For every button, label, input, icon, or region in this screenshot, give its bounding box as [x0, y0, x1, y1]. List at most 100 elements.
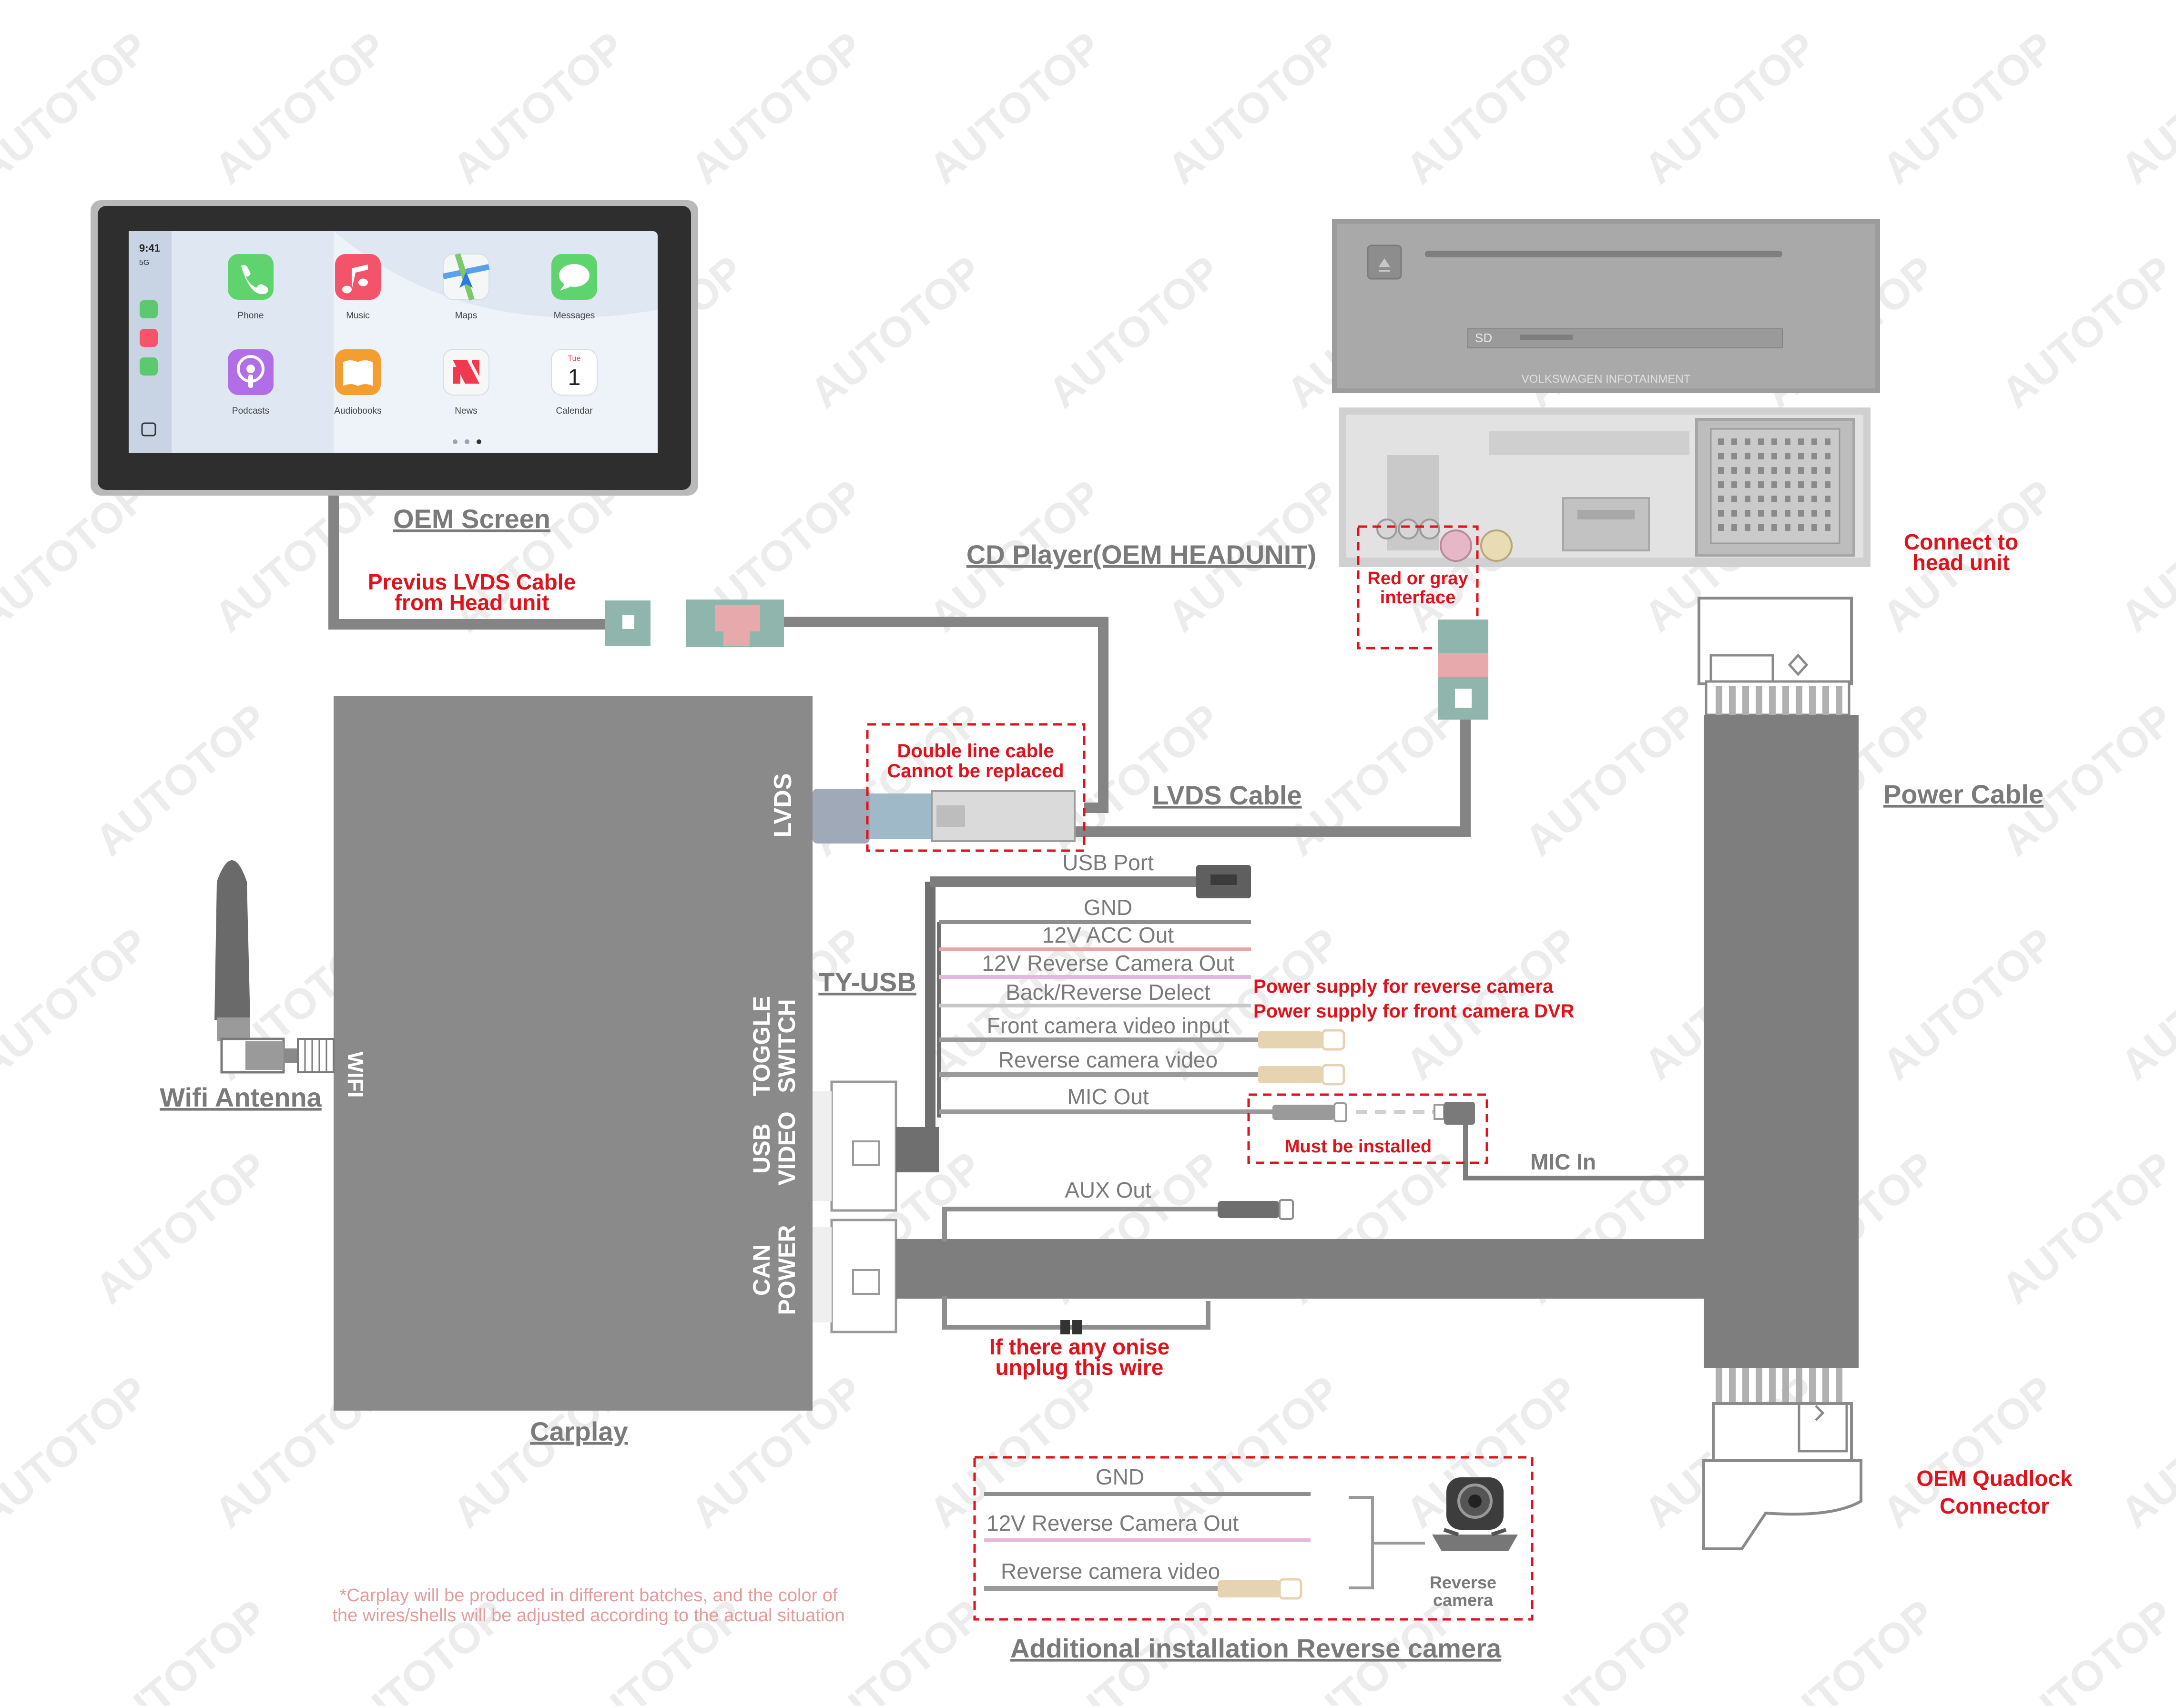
sd-slot-label: SD: [1475, 331, 1492, 345]
reverse-camera-label-1: Reverse: [1430, 1573, 1496, 1592]
status-time: 9:41: [139, 242, 160, 254]
dock-music-icon: [140, 329, 158, 347]
watermark-text: AUTOTOP: [205, 23, 396, 193]
watermark-text: AUTOTOP: [920, 23, 1110, 193]
app-label: Messages: [554, 311, 595, 321]
watermark-text: AUTOTOP: [2112, 23, 2176, 193]
connect-head-unit-note-1: Connect to: [1904, 529, 2018, 554]
headunit-fakra-top: [1438, 620, 1488, 653]
wifi-antenna: [214, 860, 335, 1074]
watermark-text: AUTOTOP: [86, 1143, 276, 1313]
watermark-text: AUTOTOP: [0, 471, 157, 641]
cd-player-label: CD Player(OEM HEADUNIT): [966, 539, 1316, 569]
app-label: Maps: [455, 311, 477, 321]
oem-screen: 9:41 5G Tue 1 Phone Music Maps MessagesPodc…: [91, 200, 698, 534]
double-line-dashed-box: [866, 723, 1086, 852]
watermark-text: AUTOTOP: [86, 695, 276, 865]
must-install-note: Must be installed: [1285, 1137, 1432, 1157]
module-side-connectors: [813, 1080, 897, 1333]
port-lvds-label: LVDS: [769, 773, 797, 838]
red-gray-note-2: interface: [1380, 588, 1455, 608]
app-label: Music: [346, 311, 370, 321]
bottom-quadlock-connector: [1702, 1459, 1862, 1550]
watermark-text: AUTOTOP: [1397, 23, 1587, 193]
watermark-text: AUTOTOP: [1993, 1591, 2176, 1706]
can-power-bundle: [896, 1199, 1706, 1334]
reverse-camera-icon: [1432, 1477, 1518, 1551]
wire-label: USB Port: [1062, 850, 1154, 875]
cd-player: SD VOLKSWAGEN INFOTAINMENT CD Player(OEM…: [966, 219, 1880, 569]
watermark-text: AUTOTOP: [205, 471, 396, 641]
wire-label: Front camera video input: [987, 1013, 1230, 1038]
carplay-module: LVDS TOGGLE SWITCH USB VIDEO CAN POWER W…: [334, 696, 813, 1411]
oem-quadlock-note-2: Connector: [1940, 1494, 2049, 1518]
watermark-text: AUTOTOP: [1754, 1591, 1944, 1706]
watermark-text: AUTOTOP: [1635, 23, 1825, 193]
batch-note-2: the wires/shells will be adjusted accord…: [332, 1606, 844, 1626]
wire-label: Back/Reverse Delect: [1006, 980, 1210, 1005]
watermark-text: AUTOTOP: [0, 23, 157, 193]
calendar-date: 1: [568, 365, 581, 390]
wire-label: 12V ACC Out: [1042, 923, 1174, 947]
aux-out-wire: [942, 1207, 1218, 1241]
wire-label: Reverse camera video: [998, 1047, 1218, 1072]
watermark-text: AUTOTOP: [0, 919, 157, 1089]
watermark-text: AUTOTOP: [2112, 471, 2176, 641]
port-wifi-label: WIFI: [343, 1051, 368, 1098]
carplay-label: Carplay: [530, 1416, 628, 1446]
app-label: News: [455, 406, 478, 416]
port-usb-label-2: VIDEO: [773, 1111, 800, 1186]
watermark-text: AUTOTOP: [1873, 23, 2064, 193]
calendar-icon[interactable]: [551, 349, 598, 396]
interface-dashed-box: [1357, 525, 1479, 650]
reverse-camera-wires: [984, 1492, 1425, 1600]
wire-label: 12V Reverse Camera Out: [982, 951, 1234, 976]
watermark-text: AUTOTOP: [1516, 695, 1706, 865]
music-icon[interactable]: [335, 254, 381, 300]
oem-screen-label: OEM Screen: [393, 504, 550, 534]
previous-lvds-note-2: from Head unit: [395, 590, 549, 615]
status-signal: 5G: [139, 259, 149, 267]
noise-note-2: unplug this wire: [996, 1355, 1164, 1380]
wire-label: GND: [1084, 895, 1132, 920]
app-label: Podcasts: [232, 406, 269, 416]
double-line-note-1: Double line cable: [897, 741, 1054, 762]
port-usb-label-1: USB: [748, 1123, 775, 1174]
wifi-antenna-label: Wifi Antenna: [160, 1082, 322, 1112]
watermark-text: AUTOTOP: [1516, 1591, 1706, 1706]
wire-label: MIC Out: [1067, 1084, 1149, 1109]
reverse-camera-label-2: camera: [1433, 1590, 1494, 1610]
reverse-camera-dashed-box: [973, 1456, 1534, 1621]
watermark-text: AUTOTOP: [1873, 919, 2064, 1089]
oem-quadlock-note-1: OEM Quadlock: [1916, 1466, 2073, 1491]
calendar-day: Tue: [568, 355, 581, 363]
connect-head-unit-note-2: head unit: [1912, 550, 2010, 575]
power-harness: [1698, 597, 1862, 1550]
power-cable-label: Power Cable: [1883, 779, 2044, 809]
watermark-text: AUTOTOP: [1278, 695, 1468, 865]
watermark-text: AUTOTOP: [2112, 919, 2176, 1089]
power-front-note: Power supply for front camera DVR: [1253, 1001, 1575, 1022]
app-label: Audiobooks: [334, 406, 381, 416]
watermark-text: AUTOTOP: [801, 247, 991, 417]
port-toggle-label-2: SWITCH: [773, 999, 800, 1093]
wire-label: AUX Out: [1065, 1178, 1151, 1202]
mic-dashed-box: [1247, 1093, 1488, 1164]
app-label: Phone: [238, 311, 264, 321]
noise-note-1: If there any onise: [989, 1334, 1169, 1359]
watermark-text: AUTOTOP: [86, 1591, 276, 1706]
watermark-text: AUTOTOP: [1993, 247, 2176, 417]
power-cable-trunk: [1704, 715, 1859, 1368]
app-label: Calendar: [556, 406, 593, 416]
headunit-brand: VOLKSWAGEN INFOTAINMENT: [1522, 373, 1691, 386]
batch-note-1: *Carplay will be produced in different b…: [340, 1586, 838, 1606]
reverse-camera-wire-label: GND: [1096, 1464, 1144, 1489]
reverse-camera-wire-label: 12V Reverse Camera Out: [986, 1511, 1239, 1535]
watermark-text: AUTOTOP: [1993, 1143, 2176, 1313]
ty-usb-label: TY-USB: [818, 967, 916, 997]
port-can-label-2: POWER: [773, 1225, 800, 1315]
